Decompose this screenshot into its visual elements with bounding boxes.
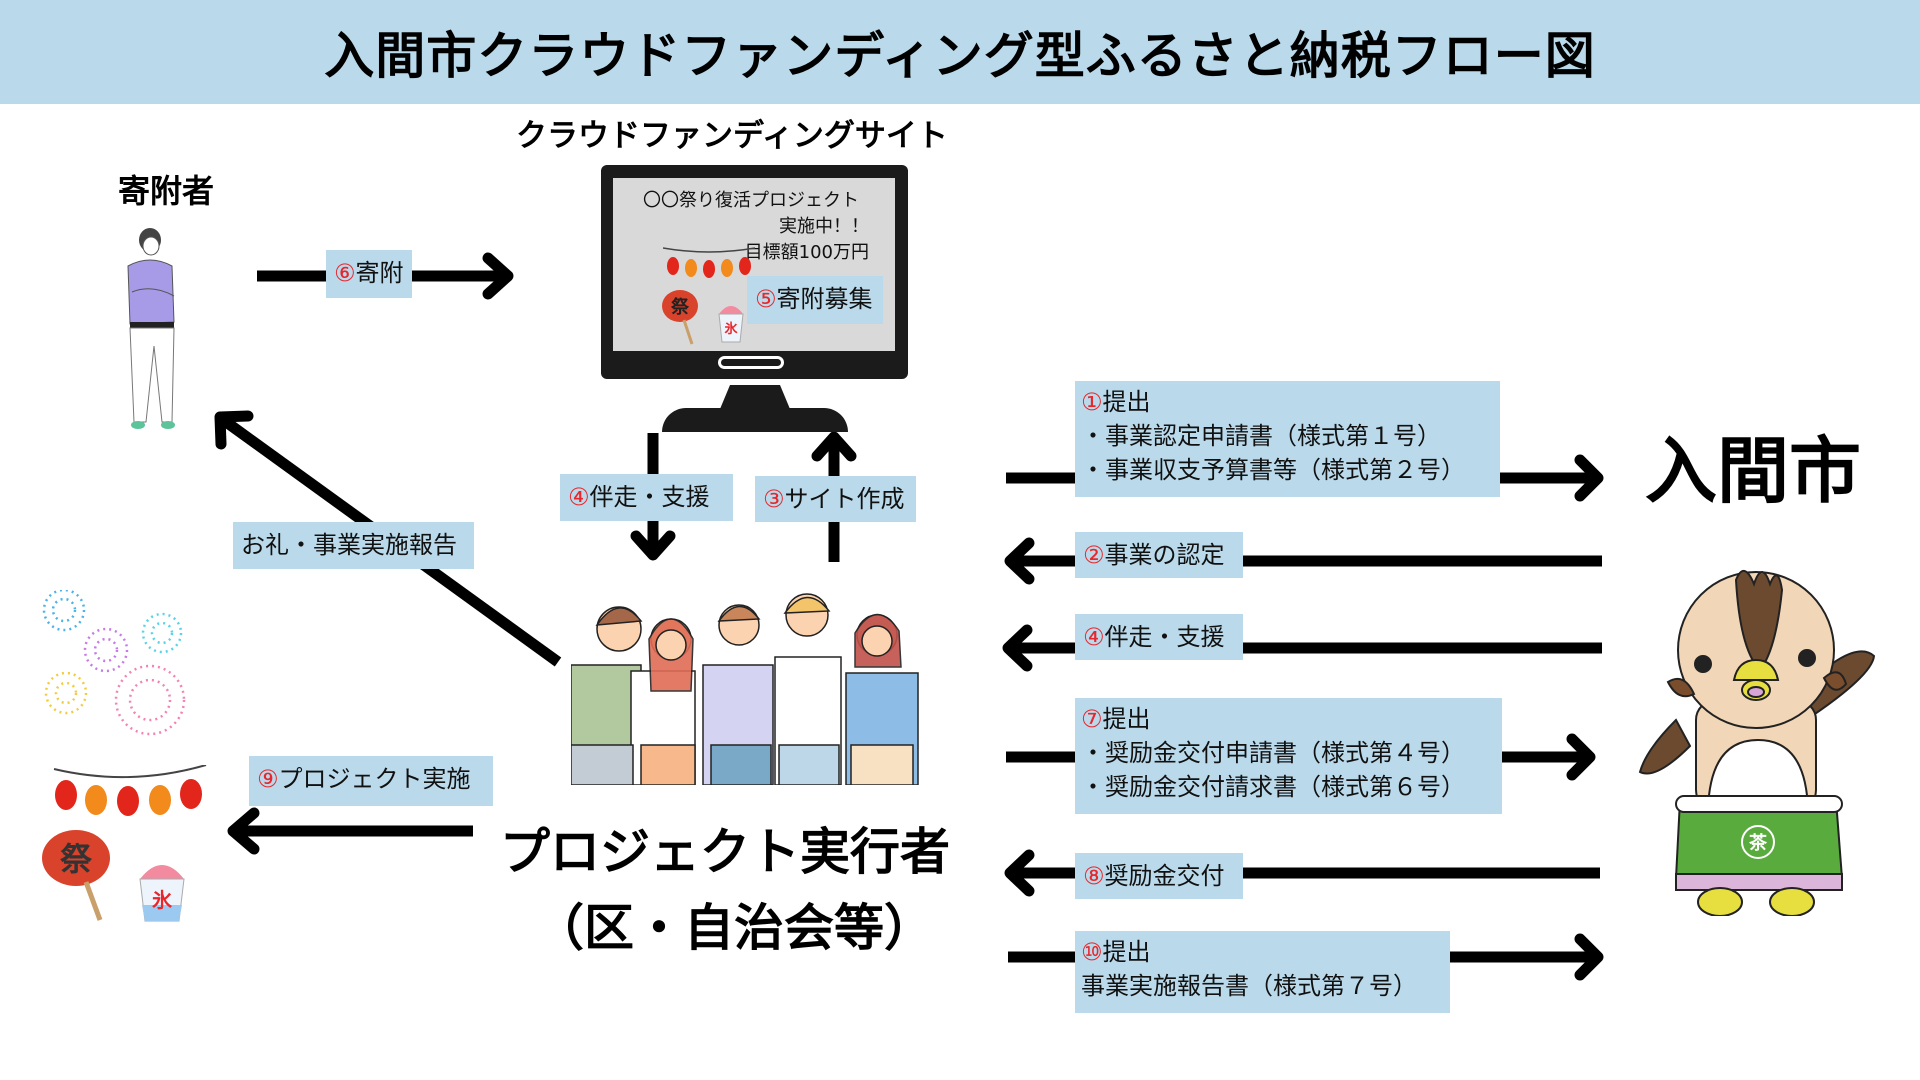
svg-text:祭: 祭	[670, 296, 690, 318]
screen-goal: 目標額100万円	[744, 242, 869, 263]
step-text: 伴走・支援	[589, 483, 710, 511]
step-text: 寄附募集	[776, 285, 873, 313]
step1-label: ①提出 ・事業認定申請書（様式第１号） ・事業収支予算書等（様式第２号）	[1075, 381, 1500, 497]
fireworks-icon	[42, 590, 186, 736]
step-text: 事業の認定	[1104, 541, 1225, 569]
arrow-project-execution	[227, 807, 473, 855]
step-text: 伴走・支援	[1104, 623, 1225, 651]
step-number: ⑧	[1083, 862, 1105, 890]
step-number: ⑦	[1081, 705, 1103, 733]
executor-sublabel: （区・自治会等）	[534, 899, 934, 957]
step-number: ②	[1083, 541, 1105, 569]
step10-label: ⑩提出 事業実施報告書（様式第７号）	[1075, 931, 1450, 1013]
executor-label: プロジェクト実行者	[500, 823, 950, 881]
step-title: 提出	[1102, 388, 1151, 416]
monitor-screen: 〇〇祭り復活プロジェクト 実施中！！ 目標額100万円 祭 氷 ⑤寄附募集	[613, 178, 895, 351]
step5-label: ⑤寄附募集	[747, 276, 883, 324]
monitor-base	[662, 408, 848, 432]
step4-city-support-label: ④伴走・支援	[1075, 614, 1243, 660]
lantern-garland-icon	[663, 247, 755, 278]
monitor: 〇〇祭り復活プロジェクト 実施中！！ 目標額100万円 祭 氷 ⑤寄附募集	[601, 165, 908, 379]
step-number: ③	[763, 485, 785, 513]
step-number: ④	[568, 483, 590, 511]
project-team-icon	[571, 593, 919, 785]
city-mascot-icon: 茶	[1638, 570, 1876, 916]
document-item: ・事業認定申請書（様式第１号）	[1081, 422, 1441, 450]
step-title: 提出	[1102, 705, 1151, 733]
svg-text:祭: 祭	[60, 840, 93, 878]
donor-label: 寄附者	[118, 172, 215, 210]
shaved-ice-icon: 氷	[718, 306, 744, 343]
festival-fan-icon: 祭	[662, 290, 698, 345]
festival-fan-icon: 祭	[42, 830, 110, 921]
lantern-garland-icon	[53, 765, 207, 816]
monitor-button	[718, 356, 784, 369]
step-number: ①	[1081, 388, 1103, 416]
thanks-report-label: お礼・事業実施報告	[233, 522, 474, 569]
screen-status: 実施中！！	[779, 216, 869, 237]
step6-label: ⑥寄附	[326, 250, 412, 298]
step-text: お礼・事業実施報告	[241, 531, 457, 559]
step-number: ⑥	[334, 259, 356, 287]
svg-text:氷: 氷	[724, 321, 738, 337]
step-number: ④	[1083, 623, 1105, 651]
step-text: 奨励金交付	[1104, 862, 1225, 890]
step-text: プロジェクト実施	[278, 765, 471, 793]
step-number: ⑨	[257, 765, 279, 793]
title-bar: 入間市クラウドファンディング型ふるさと納税フロー図	[0, 0, 1920, 104]
donor-person-icon	[127, 228, 175, 429]
step2-label: ②事業の認定	[1075, 532, 1243, 578]
step-text: サイト作成	[784, 485, 905, 513]
document-item: ・事業収支予算書等（様式第２号）	[1081, 456, 1465, 484]
step-number: ⑤	[755, 285, 777, 313]
step4-site-support-label: ④伴走・支援	[560, 474, 733, 521]
document-item: ・奨励金交付請求書（様式第６号）	[1081, 773, 1465, 801]
document-item: ・奨励金交付申請書（様式第４号）	[1081, 739, 1465, 767]
monitor-stand	[720, 385, 790, 409]
shaved-ice-icon: 氷	[139, 865, 185, 922]
city-label: 入間市	[1645, 429, 1862, 513]
step9-label: ⑨プロジェクト実施	[249, 756, 493, 806]
svg-text:茶: 茶	[1749, 832, 1768, 854]
step7-label: ⑦提出 ・奨励金交付申請書（様式第４号） ・奨励金交付請求書（様式第６号）	[1075, 698, 1502, 814]
screen-project-title: 〇〇祭り復活プロジェクト	[643, 190, 859, 211]
step8-label: ⑧奨励金交付	[1075, 853, 1243, 899]
site-label: クラウドファンディングサイト	[516, 118, 948, 154]
document-item: 事業実施報告書（様式第７号）	[1081, 972, 1417, 1000]
step3-label: ③サイト作成	[755, 476, 916, 522]
step-title: 提出	[1102, 938, 1151, 966]
svg-text:氷: 氷	[152, 888, 173, 912]
step-text: 寄附	[355, 259, 404, 287]
page-title: 入間市クラウドファンディング型ふるさと納税フロー図	[324, 27, 1596, 85]
step-number: ⑩	[1081, 938, 1103, 966]
